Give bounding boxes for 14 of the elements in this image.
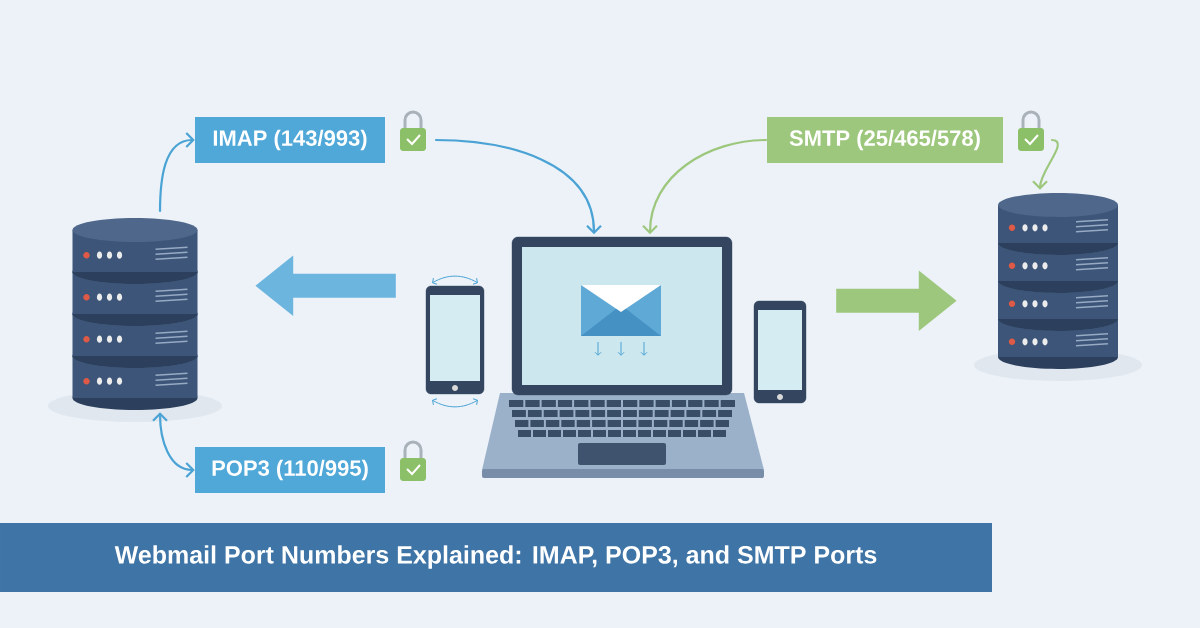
phone-drawing bbox=[425, 285, 485, 395]
protocol-box: SMTP (25/465/578) bbox=[767, 117, 1003, 163]
arrow bbox=[435, 138, 602, 235]
laptop-drawing bbox=[482, 236, 764, 478]
arrow bbox=[152, 412, 195, 478]
arrow bbox=[158, 132, 195, 212]
server-drawing bbox=[974, 193, 1142, 381]
arrow bbox=[642, 138, 767, 235]
title-banner: Webmail Port Numbers Explained: IMAP, POP3, and SMTP Ports bbox=[0, 523, 992, 592]
protocol-box: POP3 (110/995) bbox=[195, 447, 385, 493]
server-drawing bbox=[48, 218, 222, 422]
phone-drawing bbox=[753, 300, 807, 404]
arrow bbox=[1032, 138, 1059, 190]
protocol-box: IMAP (143/993) bbox=[195, 117, 385, 163]
